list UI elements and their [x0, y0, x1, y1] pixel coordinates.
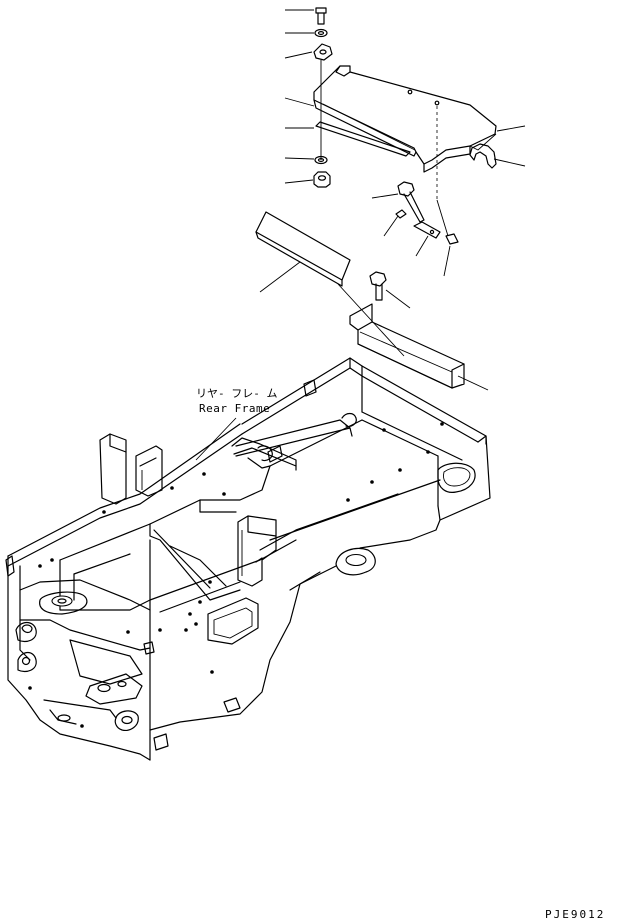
latch-pin: [383, 209, 407, 237]
latch-key: [443, 233, 459, 277]
bolt-bracket: [369, 271, 411, 309]
latch-plate: [413, 221, 441, 257]
bolt-top: [285, 7, 327, 25]
bracket-channel: [349, 303, 489, 391]
rear-frame-label-en: Rear Frame: [199, 402, 270, 415]
drawing-code: PJE9012: [545, 908, 605, 921]
cover-plate: [284, 65, 526, 200]
clip-top: [284, 43, 333, 61]
hook: [469, 143, 526, 169]
washer-top: [285, 28, 328, 38]
nut: [284, 171, 331, 188]
washer-lower: [284, 155, 328, 165]
seal-strip: [285, 121, 411, 157]
rear-frame-label-jp: リヤ- フレ- ム: [196, 387, 278, 400]
insulation-pad: [255, 211, 405, 357]
latch-bolt: [371, 181, 425, 223]
rear-frame: [5, 357, 491, 761]
